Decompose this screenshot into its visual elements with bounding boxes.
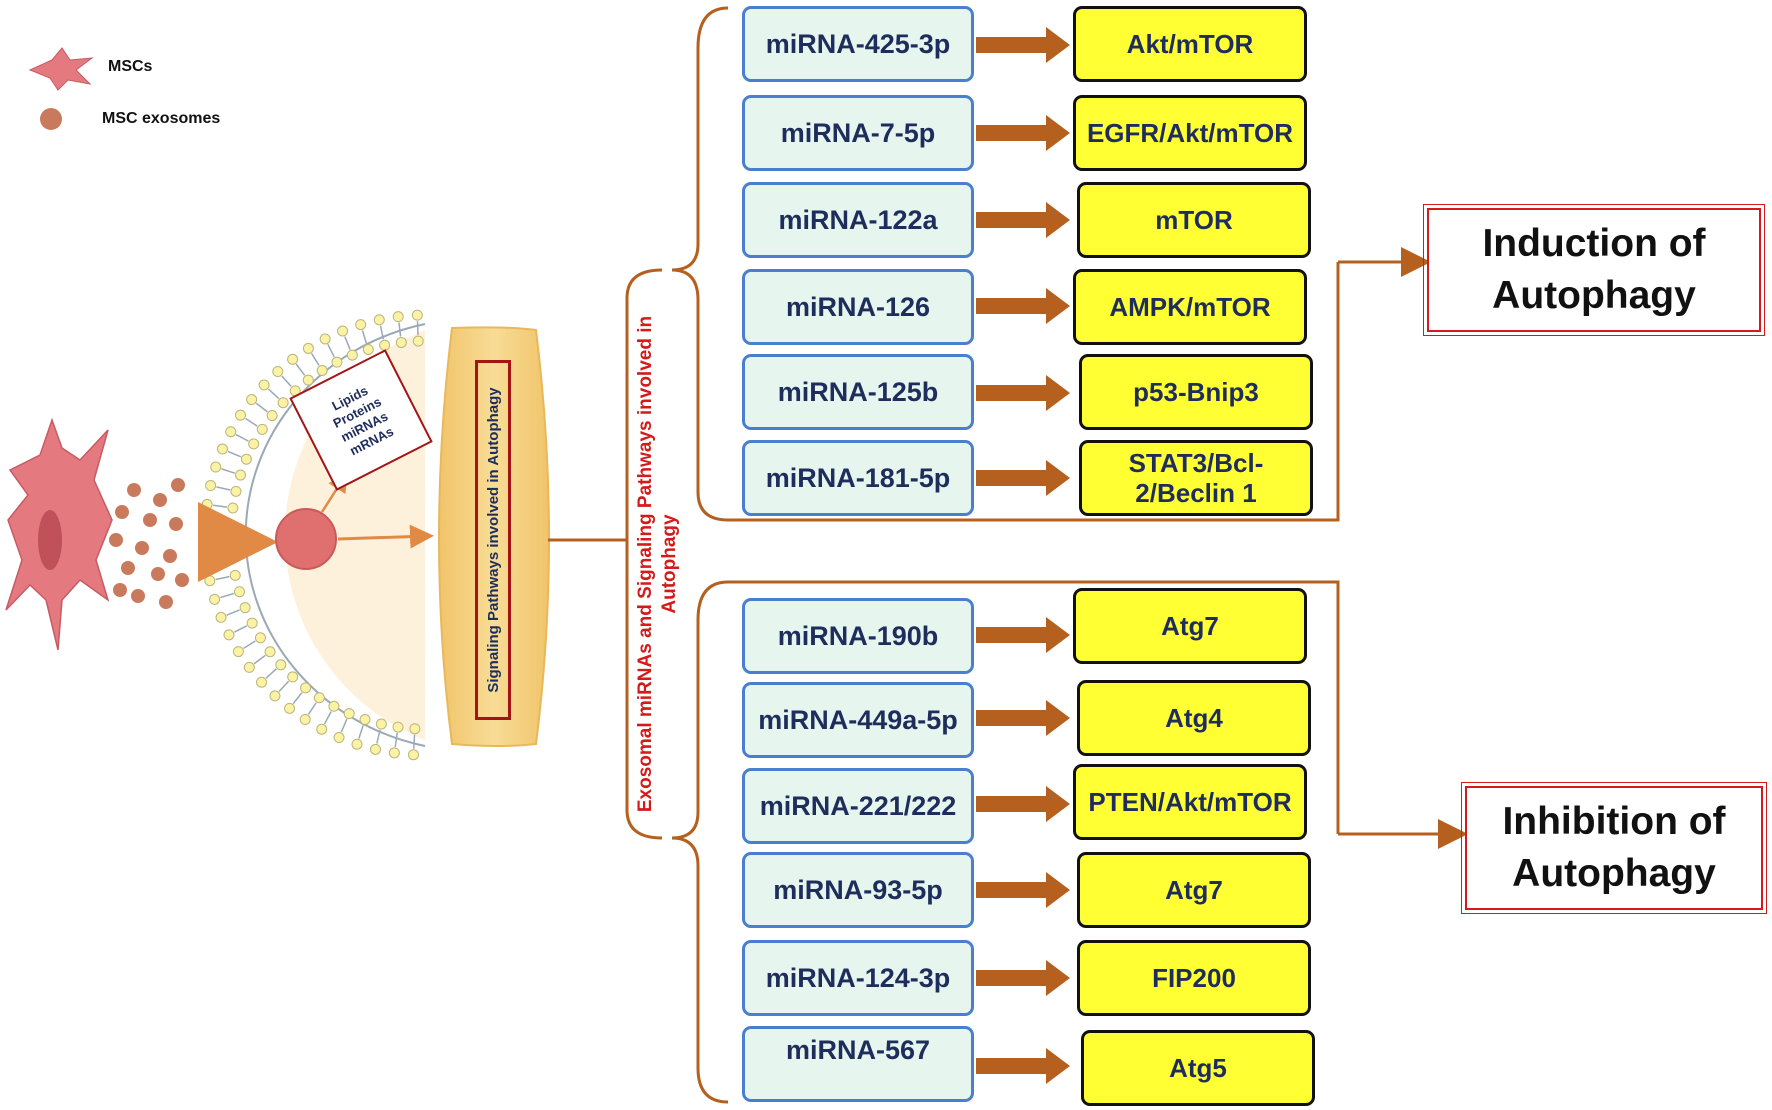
induction-mirna-2: miRNA-7-5p <box>742 95 974 171</box>
inhibition-target-1: Atg7 <box>1073 588 1307 664</box>
lens-label: Signaling Pathways involved in Autophagy <box>475 360 511 720</box>
row-arrow <box>976 375 1070 411</box>
legend-exosome-icon <box>40 108 62 130</box>
inhibition-bracket <box>671 580 1340 1104</box>
induction-bracket <box>671 6 1340 522</box>
induction-mirna-6: miRNA-181-5p <box>742 440 974 516</box>
induction-mirna-3: miRNA-122a <box>742 182 974 258</box>
core-to-lens-arrow <box>337 524 434 549</box>
induction-target-6: STAT3/Bcl-2/Beclin 1 <box>1079 440 1313 516</box>
induction-target-3: mTOR <box>1077 182 1311 258</box>
inhibition-target-5: FIP200 <box>1077 940 1311 1016</box>
row-arrow <box>976 202 1070 238</box>
inhibition-mirna-5: miRNA-124-3p <box>742 940 974 1016</box>
inhibition-target-2: Atg4 <box>1077 680 1311 756</box>
row-arrow <box>976 460 1070 496</box>
induction-outcome-box: Induction of Autophagy <box>1423 204 1765 336</box>
msc-cell-icon <box>5 417 113 651</box>
inhibition-target-4: Atg7 <box>1077 852 1311 928</box>
induction-mirna-4: miRNA-126 <box>742 269 974 345</box>
row-arrow <box>976 872 1070 908</box>
inhibition-target-3: PTEN/Akt/mTOR <box>1073 764 1307 840</box>
row-arrow <box>976 700 1070 736</box>
secreted-exosomes <box>109 478 189 609</box>
row-arrow <box>976 960 1070 996</box>
center-title: Exosomal miRNAs and Signaling Pathways i… <box>635 315 680 813</box>
row-arrow <box>976 617 1070 653</box>
legend-cell-label: MSCs <box>108 58 153 75</box>
pathway-lens <box>438 326 550 747</box>
induction-target-2: EGFR/Akt/mTOR <box>1073 95 1307 171</box>
induction-mirna-1: miRNA-425-3p <box>742 6 974 82</box>
inhibition-mirna-3: miRNA-221/222 <box>742 768 974 844</box>
inhibition-mirna-2: miRNA-449a-5p <box>742 682 974 758</box>
inhibition-mirna-6: miRNA-567 <box>742 1026 974 1102</box>
inhibition-target-6: Atg5 <box>1081 1030 1315 1106</box>
induction-target-4: AMPK/mTOR <box>1073 269 1307 345</box>
row-arrow <box>976 27 1070 63</box>
induction-target-5: p53-Bnip3 <box>1079 354 1313 430</box>
induction-mirna-5: miRNA-125b <box>742 354 974 430</box>
row-arrow <box>976 1048 1070 1084</box>
inhibition-mirna-1: miRNA-190b <box>742 598 974 674</box>
legend-exosome-label: MSC exosomes <box>102 110 221 127</box>
exosome-core-icon <box>275 508 337 570</box>
row-arrow <box>976 115 1070 151</box>
inhibition-mirna-4: miRNA-93-5p <box>742 852 974 928</box>
inhibition-outcome-box: Inhibition of Autophagy <box>1461 782 1767 914</box>
center-brace <box>600 268 663 840</box>
row-arrow <box>976 786 1070 822</box>
induction-target-1: Akt/mTOR <box>1073 6 1307 82</box>
row-arrow <box>976 288 1070 324</box>
legend-cell-icon <box>28 47 94 91</box>
